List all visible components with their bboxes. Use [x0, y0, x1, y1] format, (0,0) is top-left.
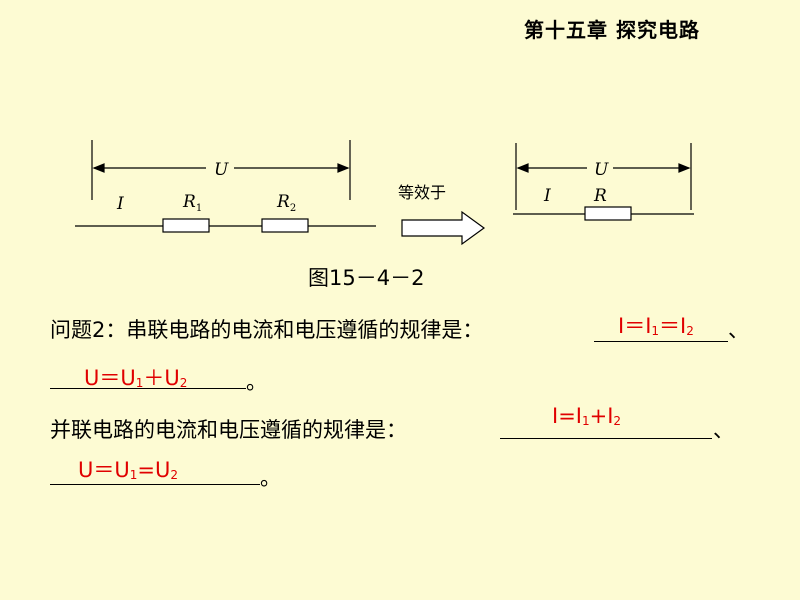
- parallel-voltage-answer: U＝U1=U2: [78, 458, 178, 482]
- voltage-label: U: [594, 160, 609, 180]
- equivalent-arrow-icon: [401, 210, 486, 246]
- answer-blank: [50, 484, 260, 485]
- answer-blank: [50, 388, 246, 389]
- resistor-r: [584, 206, 632, 221]
- equivalent-circuit: [513, 143, 694, 221]
- current-label: I: [116, 194, 124, 214]
- figure-caption: 图15－4－2: [308, 266, 425, 290]
- equivalent-label: 等效于: [398, 183, 446, 202]
- series-voltage-answer: U＝U1＋U2: [84, 366, 188, 390]
- chapter-title: 第十五章 探究电路: [524, 18, 700, 42]
- parallel-current-answer: I=I1+I2: [552, 404, 622, 428]
- resistor-r2: [261, 218, 309, 233]
- comma: 、: [713, 418, 734, 442]
- resistor-r1: [162, 218, 210, 233]
- period: 。: [246, 370, 267, 394]
- period: 。: [260, 466, 281, 490]
- parallel-question-text: 并联电路的电流和电压遵循的规律是：: [50, 418, 407, 442]
- arrow-right-icon: [337, 163, 350, 173]
- answer-blank: [500, 438, 712, 439]
- voltage-label: U: [214, 160, 229, 180]
- r2-label: R2: [276, 192, 296, 214]
- r1-label: R1: [182, 192, 202, 214]
- comma: 、: [728, 318, 749, 342]
- current-label: I: [543, 186, 551, 206]
- arrow-right-icon: [678, 163, 691, 173]
- series-current-answer: I＝I1＝I2: [618, 314, 694, 338]
- arrow-left-icon: [92, 163, 105, 173]
- answer-blank: [594, 341, 728, 342]
- arrow-left-icon: [516, 163, 529, 173]
- circuit-figure: U I R1 R2 等效于 U I R: [75, 140, 694, 246]
- series-question-text: 问题2：串联电路的电流和电压遵循的规律是：: [50, 318, 484, 342]
- series-circuit: [75, 140, 376, 233]
- r-label: R: [593, 186, 607, 206]
